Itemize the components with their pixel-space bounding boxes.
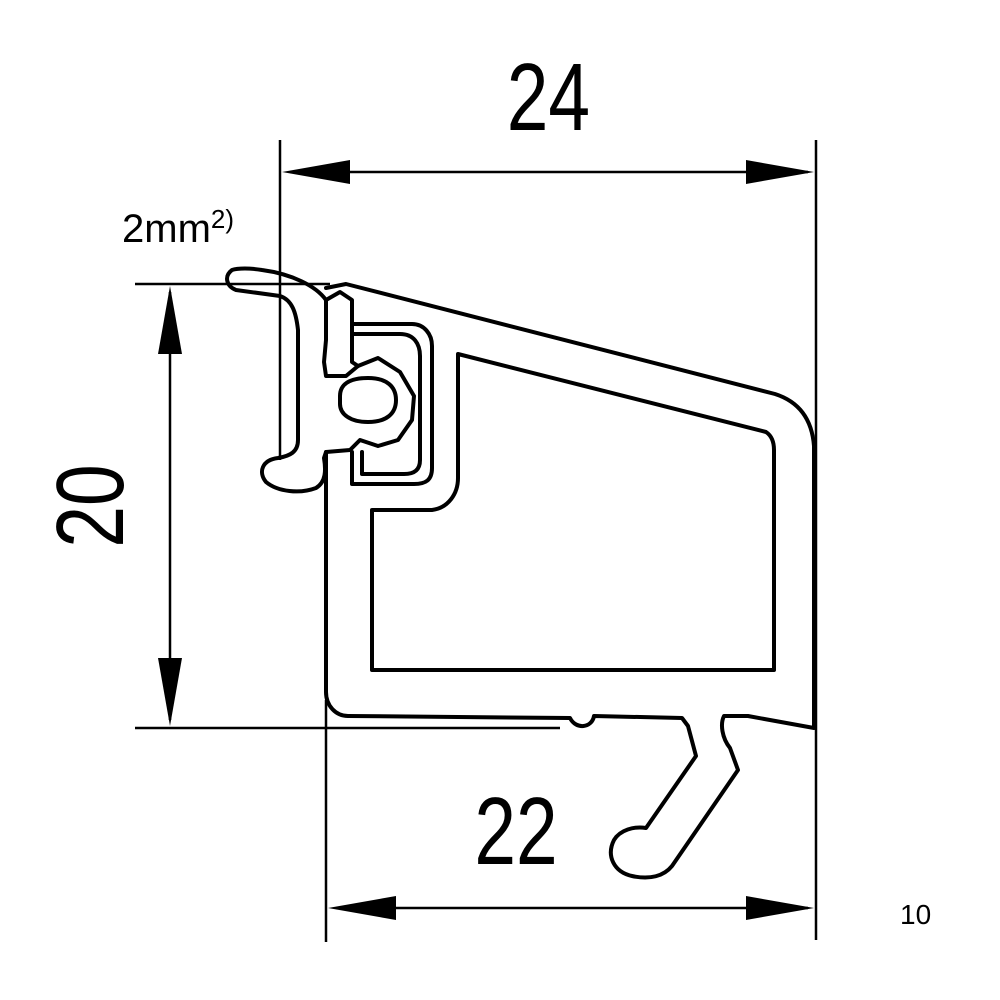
profile-body <box>324 282 816 880</box>
gasket-note-value: 2mm <box>122 207 211 251</box>
dimension-width-bottom: 22 <box>324 700 814 942</box>
profile-outer-contour <box>324 282 816 880</box>
gasket-note-superscript: 2) <box>211 204 234 234</box>
page-number: 10 <box>900 899 931 930</box>
dimension-label-24: 24 <box>507 44 590 151</box>
arrowhead-right <box>746 160 814 184</box>
profile-main-chamber <box>370 352 776 672</box>
arrowhead-right-bottom <box>746 896 814 920</box>
arrowhead-left-bottom <box>328 896 396 920</box>
profile-gasket-groove <box>324 290 434 486</box>
gasket-thickness-note: 2mm2) <box>122 204 234 251</box>
arrowhead-down <box>158 658 182 726</box>
dimension-width-top: 24 <box>278 44 818 940</box>
gasket-hollow <box>338 376 398 424</box>
arrowhead-up <box>158 286 182 354</box>
dimension-height-left: 20 <box>37 282 560 730</box>
gasket-body <box>225 266 416 494</box>
dimension-label-22: 22 <box>474 778 557 885</box>
gasket-seal <box>225 266 416 494</box>
arrowhead-left <box>282 160 350 184</box>
dimension-label-20: 20 <box>37 464 144 547</box>
gasket-note-text: 2mm2) <box>122 204 234 251</box>
